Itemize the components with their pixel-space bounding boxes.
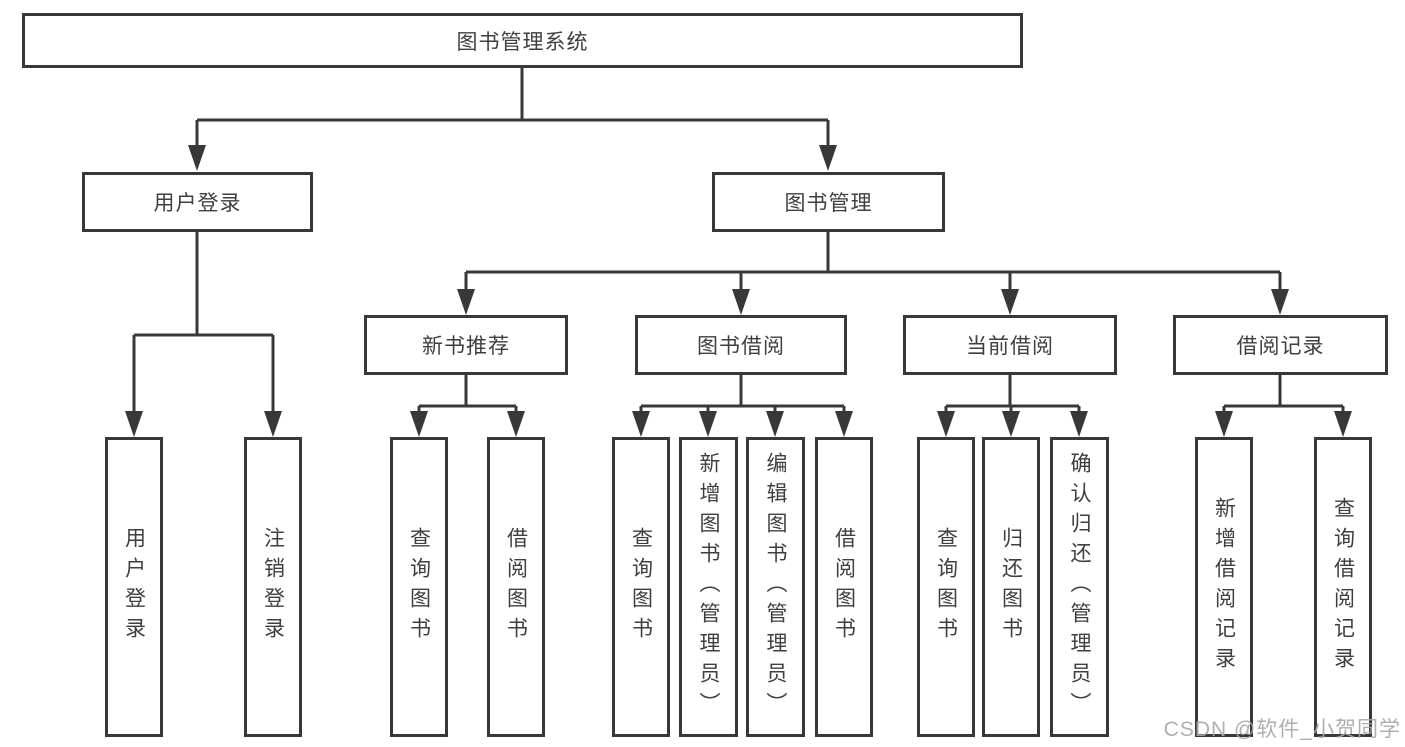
node-root-system: 图书管理系统	[22, 13, 1023, 68]
leaf-bb-query-books: 查询图书	[612, 437, 670, 737]
arrowhead	[457, 289, 475, 315]
leaf-br-add-record: 新增借阅记录	[1195, 437, 1253, 737]
arrowhead	[819, 145, 837, 171]
leaf-cb-query-books: 查询图书	[917, 437, 975, 737]
arrowhead	[835, 411, 853, 437]
arrowhead	[1215, 411, 1233, 437]
node-book-borrow: 图书借阅	[635, 315, 847, 375]
arrowhead	[410, 411, 428, 437]
arrowhead	[732, 289, 750, 315]
arrowhead	[937, 411, 955, 437]
node-new-book-recommend: 新书推荐	[364, 315, 568, 375]
leaf-nb-query-books: 查询图书	[390, 437, 448, 737]
arrowhead	[1070, 411, 1088, 437]
connector-bookmgmt-to-level3	[464, 232, 1282, 297]
arrowheads	[125, 145, 1352, 437]
node-user-login: 用户登录	[82, 172, 313, 232]
arrowhead	[699, 411, 717, 437]
arrowhead	[188, 145, 206, 171]
arrowhead	[1334, 411, 1352, 437]
arrowhead	[632, 411, 650, 437]
connector-newbook-to-leaves	[417, 375, 518, 419]
leaf-bb-edit-books-admin: 编辑图书（管理员）	[746, 437, 805, 737]
node-borrow-records: 借阅记录	[1173, 315, 1388, 375]
connector-userlogin-to-leaves	[132, 232, 275, 419]
connector-root-to-level2	[195, 68, 830, 152]
arrowhead	[507, 411, 525, 437]
arrowhead	[766, 411, 784, 437]
arrowhead	[264, 411, 282, 437]
leaf-nb-borrow-books: 借阅图书	[487, 437, 545, 737]
leaf-bb-borrow-books: 借阅图书	[815, 437, 873, 737]
arrowhead	[1271, 289, 1289, 315]
leaf-bb-add-books-admin: 新增图书（管理员）	[679, 437, 738, 737]
leaf-logout: 注销登录	[244, 437, 302, 737]
arrowhead	[1002, 411, 1020, 437]
connector-bookborrow-to-leaves	[639, 375, 846, 419]
leaf-user-login: 用户登录	[105, 437, 163, 737]
leaf-cb-confirm-return-admin: 确认归还（管理员）	[1050, 437, 1109, 737]
leaf-cb-return-books: 归还图书	[982, 437, 1040, 737]
arrowhead	[125, 411, 143, 437]
node-current-borrow: 当前借阅	[903, 315, 1117, 375]
node-book-management: 图书管理	[712, 172, 945, 232]
watermark-text: CSDN @软件_小贺同学	[1163, 718, 1401, 741]
arrowhead	[1001, 289, 1019, 315]
leaf-br-query-record: 查询借阅记录	[1314, 437, 1372, 737]
connector-borrowrecords-to-leaves	[1222, 375, 1345, 419]
